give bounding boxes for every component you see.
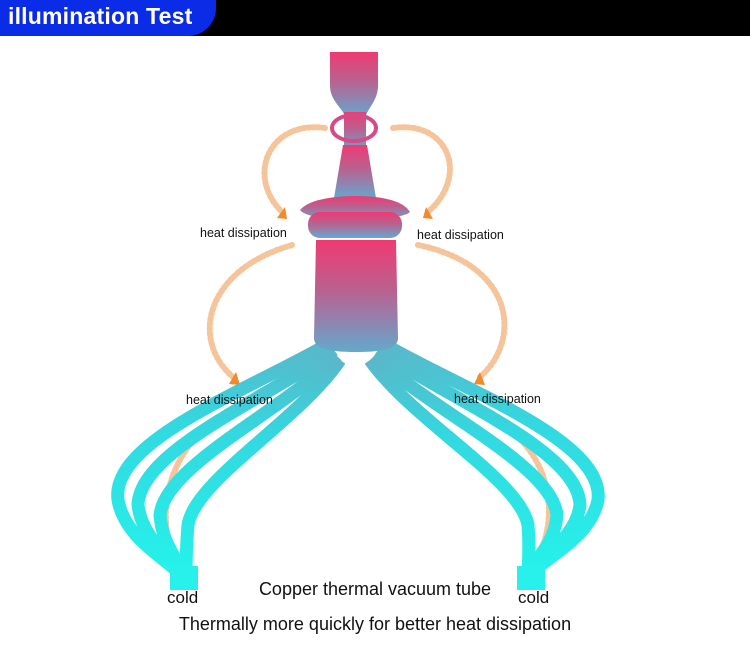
heat-arrow-mid-left <box>206 242 295 380</box>
caption-line-2: Thermally more quickly for better heat d… <box>178 614 572 634</box>
label-heat-top-right: heat dissipation <box>417 228 504 242</box>
label-heat-mid-right: heat dissipation <box>454 392 541 406</box>
label-heat-mid-left: heat dissipation <box>186 393 273 407</box>
copper-ribbons <box>111 337 605 580</box>
arrow-head-mid-left <box>229 372 240 385</box>
ribbon-foot-right <box>517 566 545 590</box>
bulb-cone <box>334 145 376 198</box>
heat-arrow-top-left <box>261 124 328 215</box>
arrow-head-top-left <box>277 207 287 219</box>
arrow-head-top-right <box>423 207 433 219</box>
ribbon-foot-left <box>170 566 198 590</box>
bulb-tip <box>330 52 378 116</box>
heat-arrow-top-right <box>390 124 453 215</box>
ribbon-left-3 <box>153 351 342 578</box>
ribbon-right-4 <box>364 356 536 576</box>
header-bar: illumination Test <box>0 0 750 36</box>
ribbon-left-4 <box>179 356 346 576</box>
header-tab: illumination Test <box>0 0 216 36</box>
header-title: illumination Test <box>8 3 193 29</box>
caption-line-1: Copper thermal vacuum tube <box>258 579 492 599</box>
arrow-head-mid-right <box>474 372 485 385</box>
ribbon-left-2 <box>131 344 338 579</box>
heat-arrow-mid-right <box>415 242 508 380</box>
ribbon-right-3 <box>369 351 564 578</box>
bulb-body <box>300 52 410 352</box>
label-cold-right: cold <box>518 588 550 607</box>
label-heat-top-left: heat dissipation <box>200 226 287 240</box>
label-cold-left: cold <box>167 588 199 607</box>
bulb-collar <box>308 212 402 238</box>
bulb-base <box>314 240 398 352</box>
bulb-ring <box>330 113 378 143</box>
